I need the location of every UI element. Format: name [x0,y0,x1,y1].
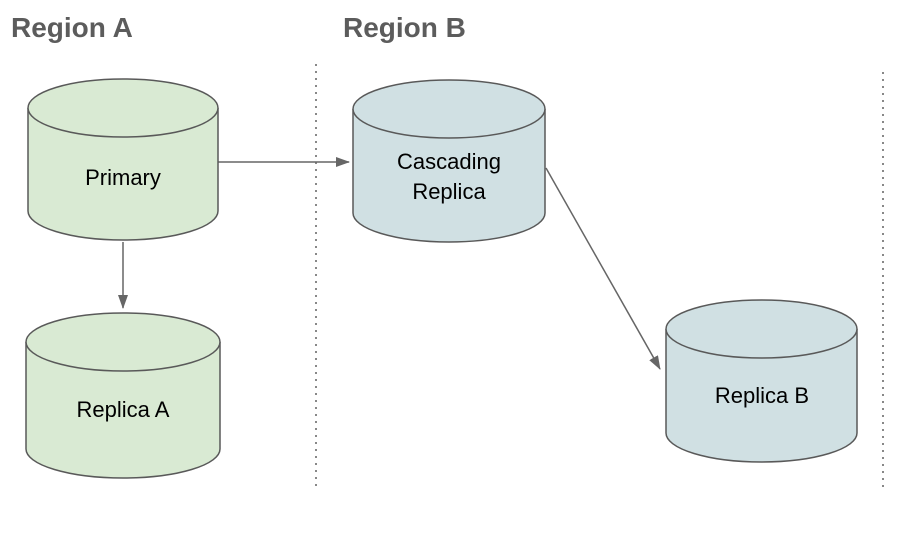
node-replica-b-cylinder-icon [665,299,858,463]
node-primary-cylinder-icon [27,78,219,241]
node-label-replica-a: Replica A [76,397,170,422]
node-replica-a-cylinder-icon [25,312,221,479]
region-b-title: Region B [343,12,466,43]
edge-cascading-replica-to-replica-b [545,167,661,370]
node-label-replica-b: Replica B [714,383,810,408]
region-a-title: Region A [11,12,133,43]
node-label-cascading-replica: Cascading Replica [397,149,501,204]
node-label-primary: Primary [85,165,161,190]
node-cascading-replica-cylinder-icon [352,79,546,243]
